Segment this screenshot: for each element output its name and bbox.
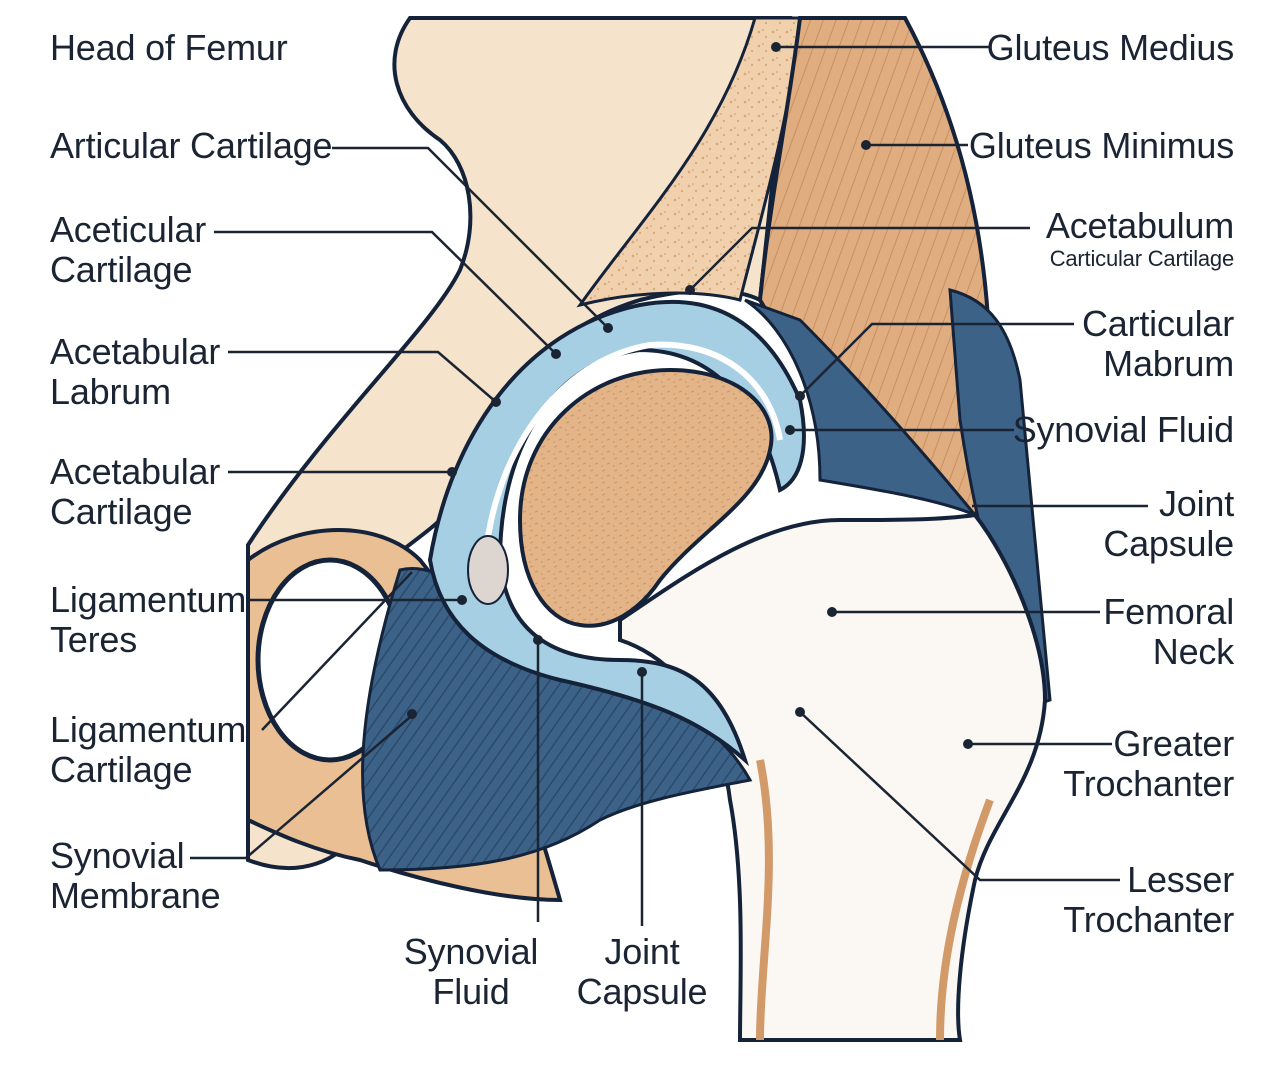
femur-bone bbox=[618, 512, 1048, 1042]
label-synovial-fluid-bottom: Synovial Fluid bbox=[403, 931, 539, 1012]
label-acetabular-cartilage: Acetabular Cartilage bbox=[50, 451, 221, 532]
label-ligamentum-teres: Ligamentum Teres bbox=[50, 579, 247, 660]
leader-carticular-mabrum bbox=[799, 322, 1074, 397]
femur-cortex-inner bbox=[756, 759, 773, 1041]
label-carticular-mabrum: Carticular Mabrum bbox=[1081, 303, 1234, 384]
label-gluteus-minimus: Gluteus Minimus bbox=[968, 125, 1234, 166]
leader-ligamentum-cartilage bbox=[261, 571, 413, 731]
label-synovial-fluid-right: Synovial Fluid bbox=[1012, 409, 1235, 450]
label-acetabulum: Acetabulum Carticular Cartilage bbox=[1045, 205, 1234, 272]
joint-capsule-upper bbox=[744, 298, 977, 517]
leader-lesser-trochanter bbox=[799, 711, 1120, 882]
ligamentum-teres-structure bbox=[467, 535, 509, 605]
label-articular-cartilage: Articular Cartilage bbox=[50, 125, 333, 166]
label-lesser-trochanter: Lesser Trochanter bbox=[1063, 859, 1234, 940]
femoral-head bbox=[517, 367, 774, 628]
label-synovial-membrane: Synovial Membrane bbox=[50, 835, 221, 916]
label-aceticular-cartilage: Aceticular Cartilage bbox=[50, 209, 207, 290]
leader-acetabulum bbox=[689, 226, 1030, 291]
femur-cortex-outer bbox=[936, 798, 994, 1041]
label-femoral-neck: Femoral Neck bbox=[1103, 591, 1234, 672]
label-head-of-femur: Head of Femur bbox=[50, 27, 288, 68]
label-greater-trochanter: Greater Trochanter bbox=[1063, 723, 1234, 804]
leader-dots bbox=[407, 42, 973, 749]
label-joint-capsule-right: Joint Capsule bbox=[1103, 483, 1234, 564]
leader-aceticular-cartilage bbox=[214, 230, 557, 355]
synovial-fluid-ring bbox=[482, 341, 783, 561]
leader-acetabular-labrum bbox=[228, 350, 497, 403]
label-ligamentum-cartilage: Ligamentum Cartilage bbox=[50, 709, 247, 790]
leader-synovial-membrane bbox=[190, 711, 417, 860]
leader-articular-cartilage bbox=[332, 146, 609, 329]
label-gluteus-medius: Gluteus Medius bbox=[986, 27, 1235, 68]
leader-lines bbox=[190, 45, 1148, 926]
label-acetabular-labrum: Acetabular Labrum bbox=[50, 331, 221, 412]
label-joint-capsule-bottom: Joint Capsule bbox=[576, 931, 708, 1012]
